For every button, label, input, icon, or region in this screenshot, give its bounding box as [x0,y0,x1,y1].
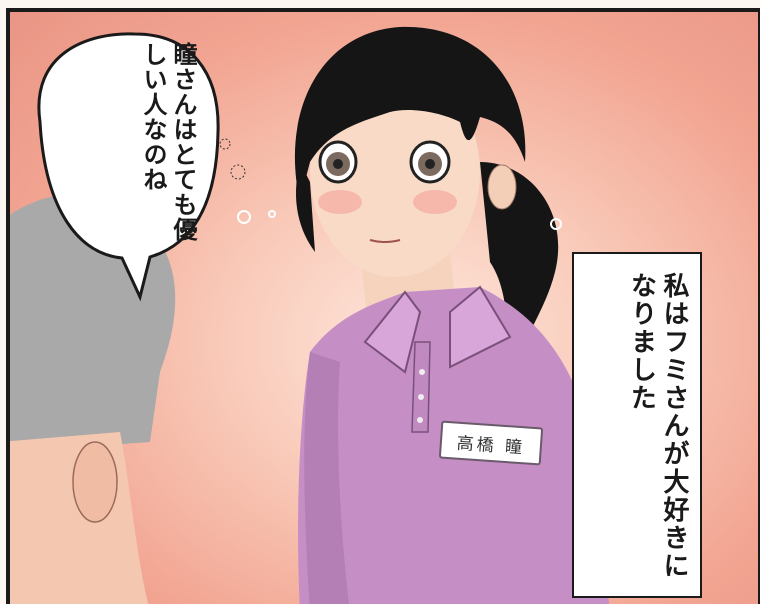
shirt-collar-right [449,285,512,369]
speech-bubble-shape [37,32,220,302]
speech-bubble-text: 瞳さんはとても優しい人なのね [139,42,197,242]
name-tag: 高橋 瞳 [438,420,544,466]
blush-left [318,190,362,214]
narration-box: 私はフミさんが大好きになりました [572,252,702,598]
sweat-bubble [237,210,251,224]
narration-text: 私はフミさんが大好きになりました [626,272,690,580]
confused-mark [230,164,246,180]
confused-mark [219,138,231,150]
shirt-placket [411,341,431,433]
shirt-button [418,394,424,400]
hair-side-left [295,162,315,252]
shirt-collar-left [363,290,422,374]
sweat-bubble [550,218,562,230]
hair-front [294,26,526,202]
old-woman-ear [72,441,118,523]
pupil-left [333,159,343,169]
panel-background: 瞳さんはとても優しい人なのね 高橋 瞳 私はフミさんが大好きになりました [6,8,760,604]
girl-ear [487,164,517,210]
hair-ponytail [480,162,559,372]
blush-right [413,190,457,214]
pupil-right [425,159,435,169]
girl-mouth [369,239,401,243]
sweat-bubble [268,210,276,218]
shirt-shadow [304,352,350,604]
shirt-button [417,417,423,423]
panel-artwork [10,26,610,604]
shirt-button [419,369,425,375]
